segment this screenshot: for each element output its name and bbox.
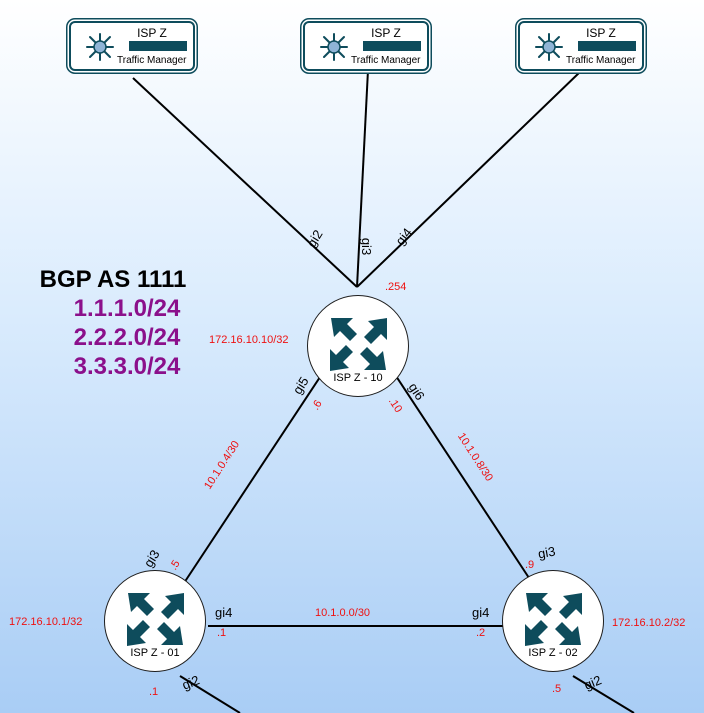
ip-r02-gi4: .2 [476, 627, 486, 639]
ip-r02-gi3: .9 [525, 559, 535, 571]
link-r10-to-r01 [183, 373, 323, 584]
router-icon [330, 318, 387, 371]
subnet-r01-r02: 10.1.0.0/30 [315, 607, 371, 619]
link-r01-down [179, 675, 241, 713]
router-name: ISP Z - 02 [528, 647, 578, 659]
traffic-manager-title: ISP Z [586, 26, 616, 40]
router-isp-z-01[interactable]: ISP Z - 01 [104, 570, 206, 672]
bgp-prefix: 2.2.2.0/24 [73, 324, 181, 351]
link-tm-left-to-r10 [132, 77, 358, 288]
bgp-as-title: BGP AS 1111 [39, 266, 187, 293]
traffic-manager-icon [535, 33, 563, 61]
traffic-manager-subtitle: Traffic Manager [566, 55, 636, 66]
router-icon [127, 593, 184, 646]
traffic-manager-right[interactable]: ISP Z Traffic Manager [518, 21, 644, 71]
bgp-prefix: 1.1.1.0/24 [73, 295, 181, 322]
loopback-r01: 172.16.10.1/32 [9, 616, 83, 628]
ip-r01-gi2: .1 [149, 686, 159, 698]
traffic-manager-bar [578, 41, 636, 51]
bgp-info: BGP AS 1111 1.1.1.0/24 2.2.2.0/24 3.3.3.… [38, 265, 188, 381]
loopback-r02: 172.16.10.2/32 [612, 617, 686, 629]
traffic-manager-bar [363, 41, 421, 51]
link-r10-to-r02 [393, 372, 534, 585]
link-tm-right-to-r10 [356, 70, 582, 288]
link-r02-down [572, 675, 635, 713]
traffic-manager-center[interactable]: ISP Z Traffic Manager [303, 21, 429, 71]
traffic-manager-icon [320, 33, 348, 61]
traffic-manager-bar [129, 41, 187, 51]
traffic-manager-left[interactable]: ISP Z Traffic Manager [69, 21, 195, 71]
intf-gi3-tm-center: gi3 [359, 237, 375, 256]
loopback-r10: 172.16.10.10/32 [209, 334, 289, 346]
bgp-prefix: 3.3.3.0/24 [73, 353, 181, 380]
router-isp-z-02[interactable]: ISP Z - 02 [502, 570, 604, 672]
traffic-manager-title: ISP Z [371, 26, 401, 40]
intf-r02-gi4: gi4 [472, 605, 490, 620]
traffic-manager-icon [86, 33, 114, 61]
link-tm-center-to-r10 [356, 69, 369, 288]
router-name: ISP Z - 10 [333, 372, 383, 384]
ip-r01-gi4: .1 [217, 627, 227, 639]
traffic-manager-subtitle: Traffic Manager [117, 55, 187, 66]
router-isp-z-10[interactable]: ISP Z - 10 [307, 295, 409, 397]
traffic-manager-subtitle: Traffic Manager [351, 55, 421, 66]
router-icon [525, 593, 582, 646]
traffic-manager-title: ISP Z [137, 26, 167, 40]
router-name: ISP Z - 01 [130, 647, 180, 659]
tm-side-ip-r10: .254 [385, 281, 407, 293]
intf-r01-gi4: gi4 [215, 605, 233, 620]
ip-r02-gi2: .5 [552, 683, 562, 695]
intf-r02-gi3: gi3 [536, 543, 557, 562]
